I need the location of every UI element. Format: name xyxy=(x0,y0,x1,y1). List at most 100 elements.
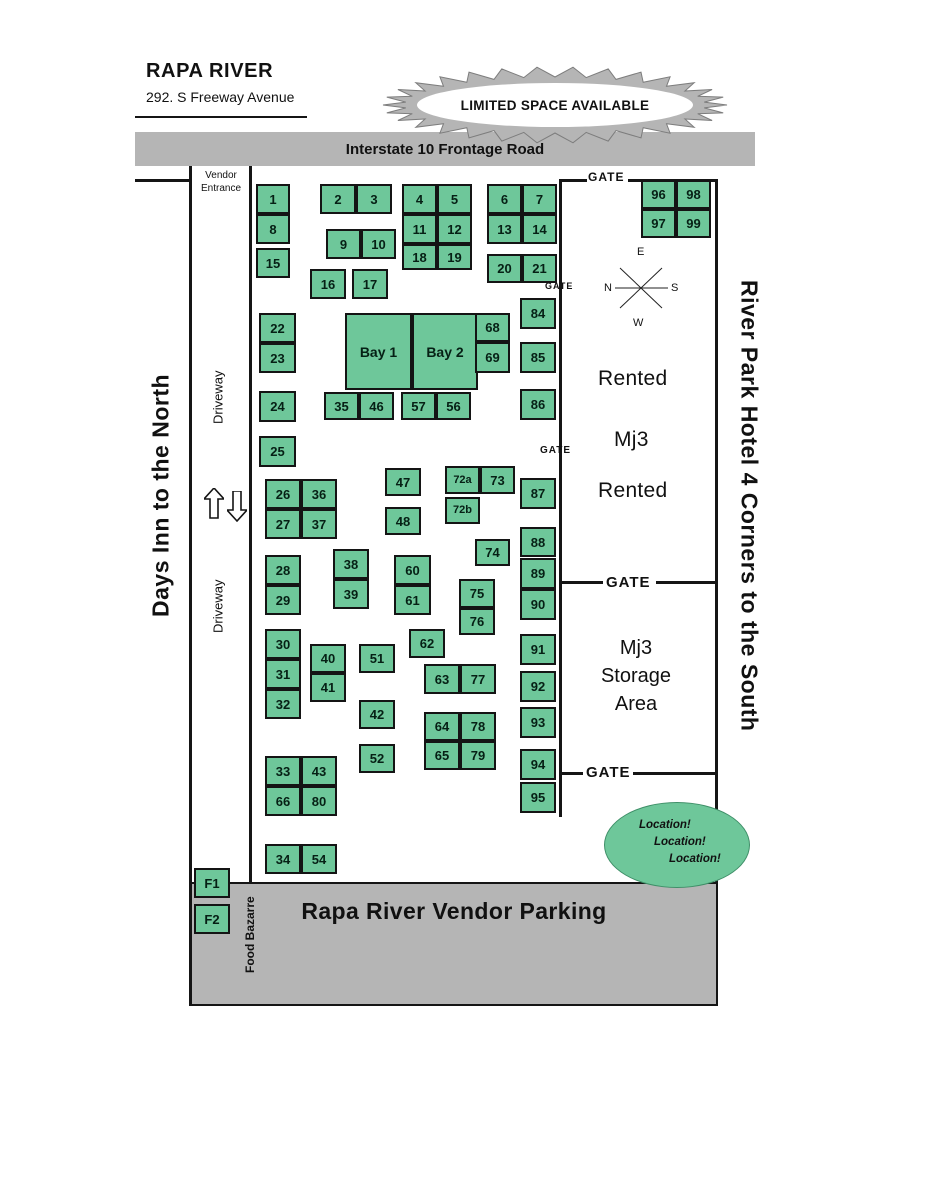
site-name: RAPA RIVER xyxy=(146,60,274,82)
top-left-stub-line xyxy=(135,179,190,182)
space-1: 1 xyxy=(256,184,290,214)
gate-label-top: GATE xyxy=(588,170,625,184)
space-79: 79 xyxy=(460,741,496,770)
up-arrow-icon xyxy=(204,488,224,519)
space-22: 22 xyxy=(259,313,296,343)
space-24: 24 xyxy=(259,391,296,422)
space-bay-2: Bay 2 xyxy=(412,313,478,390)
space-84: 84 xyxy=(520,298,556,329)
site-address: 292. S Freeway Avenue xyxy=(146,89,295,105)
space-3: 3 xyxy=(356,184,392,214)
space-69: 69 xyxy=(475,342,510,373)
gate-label-small-2: GATE xyxy=(540,445,572,456)
river-park-label: River Park Hotel 4 Corners to the South xyxy=(736,280,763,732)
space-66: 66 xyxy=(265,786,301,816)
space-93: 93 xyxy=(520,707,556,738)
space-38: 38 xyxy=(333,549,369,579)
space-f2: F2 xyxy=(194,904,230,934)
space-94: 94 xyxy=(520,749,556,780)
location-ellipse: Location! Location! Location! xyxy=(604,802,750,888)
compass-east: E xyxy=(637,246,645,258)
space-6: 6 xyxy=(487,184,522,214)
storage-line-2: Storage xyxy=(600,665,672,687)
header-underline xyxy=(135,116,307,118)
space-15: 15 xyxy=(256,248,290,278)
space-14: 14 xyxy=(522,214,557,244)
space-77: 77 xyxy=(460,664,496,694)
space-91: 91 xyxy=(520,634,556,665)
limited-space-label: LIMITED SPACE AVAILABLE xyxy=(460,97,650,113)
frontage-road-label: Interstate 10 Frontage Road xyxy=(345,140,545,158)
inner-left-boundary xyxy=(249,166,252,884)
space-10: 10 xyxy=(361,229,396,259)
rented-label-2: Rented xyxy=(598,479,668,502)
space-31: 31 xyxy=(265,659,301,689)
food-bazarre-label: Food Bazarre xyxy=(243,896,257,974)
space-56: 56 xyxy=(436,392,471,420)
space-85: 85 xyxy=(520,342,556,373)
outer-left-boundary xyxy=(189,166,192,1006)
space-97: 97 xyxy=(641,209,676,238)
space-89: 89 xyxy=(520,558,556,589)
space-42: 42 xyxy=(359,700,395,729)
space-21: 21 xyxy=(522,254,557,283)
gate-label-low: GATE xyxy=(586,764,631,781)
mid-gate-line-left xyxy=(561,581,603,584)
space-30: 30 xyxy=(265,629,301,659)
space-11: 11 xyxy=(402,214,437,244)
space-34: 34 xyxy=(265,844,301,874)
space-46: 46 xyxy=(359,392,394,420)
gate-label-mid: GATE xyxy=(606,574,651,591)
space-39: 39 xyxy=(333,579,369,609)
driveway-label-lower: Driveway xyxy=(210,579,226,633)
gate-label-small-1: GATE xyxy=(545,281,574,291)
space-36: 36 xyxy=(301,479,337,509)
space-63: 63 xyxy=(424,664,460,694)
space-2: 2 xyxy=(320,184,356,214)
compass-north: N xyxy=(604,282,612,294)
vendor-entrance-label: Vendor Entrance xyxy=(200,170,242,194)
space-99: 99 xyxy=(676,209,711,238)
rented-label-1: Rented xyxy=(598,367,668,390)
space-60: 60 xyxy=(394,555,431,585)
space-28: 28 xyxy=(265,555,301,585)
space-87: 87 xyxy=(520,478,556,509)
vendor-parking-label: Rapa River Vendor Parking xyxy=(301,898,607,924)
space-61: 61 xyxy=(394,585,431,615)
compass-icon: E N S W xyxy=(598,246,682,330)
space-4: 4 xyxy=(402,184,437,214)
days-inn-label: Days Inn to the North xyxy=(147,373,174,617)
space-27: 27 xyxy=(265,509,301,539)
space-37: 37 xyxy=(301,509,337,539)
space-74: 74 xyxy=(475,539,510,566)
low-gate-line-left xyxy=(561,772,583,775)
space-88: 88 xyxy=(520,527,556,557)
right-boundary xyxy=(715,179,718,1006)
space-47: 47 xyxy=(385,468,421,496)
space-43: 43 xyxy=(301,756,337,786)
compass-west: W xyxy=(633,317,644,329)
storage-line-3: Area xyxy=(614,693,658,715)
location-line-1: Location! xyxy=(639,819,691,831)
vendor-parking-area xyxy=(192,884,716,1004)
space-25: 25 xyxy=(259,436,296,467)
space-7: 7 xyxy=(522,184,557,214)
space-35: 35 xyxy=(324,392,359,420)
space-19: 19 xyxy=(437,244,472,270)
space-72b: 72b xyxy=(445,497,480,524)
space-78: 78 xyxy=(460,712,496,741)
space-64: 64 xyxy=(424,712,460,741)
storage-area-label: Mj3 Storage Area xyxy=(578,634,694,718)
space-62: 62 xyxy=(409,629,445,658)
space-13: 13 xyxy=(487,214,522,244)
space-65: 65 xyxy=(424,741,460,770)
space-33: 33 xyxy=(265,756,301,786)
space-29: 29 xyxy=(265,585,301,615)
mj3-label: Mj3 xyxy=(614,428,649,451)
space-73: 73 xyxy=(480,466,515,494)
space-23: 23 xyxy=(259,343,296,373)
space-16: 16 xyxy=(310,269,346,299)
space-26: 26 xyxy=(265,479,301,509)
space-72a: 72a xyxy=(445,466,480,494)
